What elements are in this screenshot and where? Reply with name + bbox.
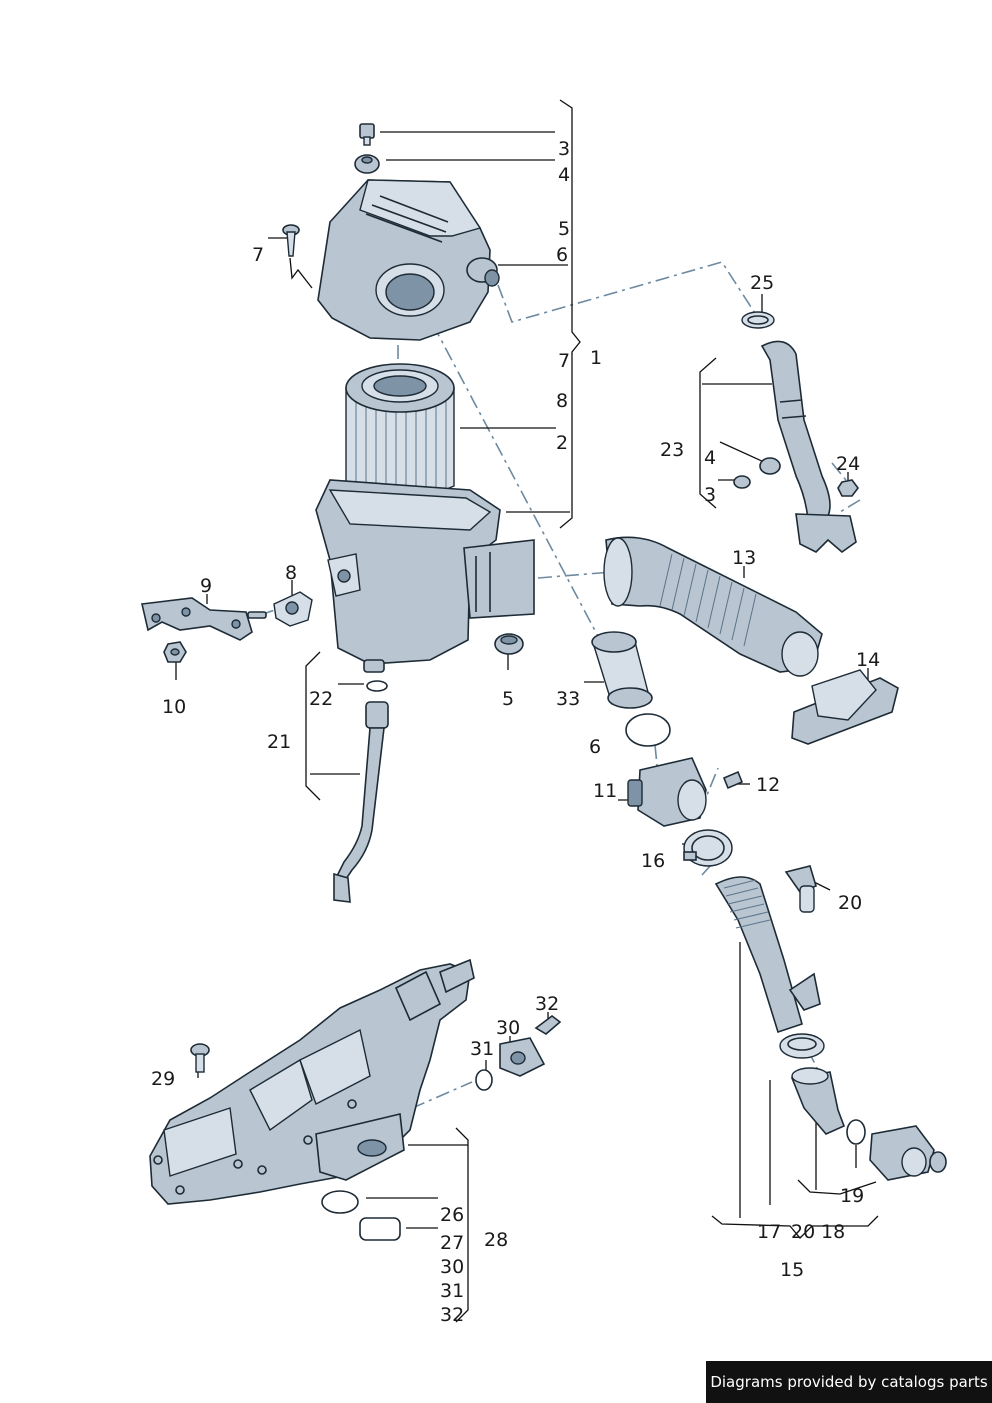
callout-4: 4: [558, 164, 570, 186]
intake-manifold: [149, 958, 475, 1205]
pipe-33: [591, 631, 653, 709]
callout-22: 22: [309, 688, 333, 710]
bolt-3-small: [733, 475, 751, 489]
screw-12: [722, 770, 744, 790]
callout-1: 1: [590, 347, 602, 369]
plate-8: [247, 591, 313, 627]
callout-3: 3: [704, 484, 716, 506]
clamp-17: [779, 1033, 825, 1059]
bracket-9: [141, 597, 253, 641]
filter-housing-cover: [317, 179, 500, 341]
clamp-25: [741, 311, 775, 329]
hose-23: [760, 340, 857, 554]
callout-10: 10: [162, 696, 186, 718]
credit-banner: Diagrams provided by catalogs parts: [706, 1361, 992, 1403]
callout-18: 18: [821, 1221, 845, 1243]
callout-5: 5: [558, 218, 570, 240]
o-ring-31: [475, 1069, 493, 1091]
callout-12: 12: [756, 774, 780, 796]
callout-9: 9: [200, 575, 212, 597]
o-ring-6: [625, 713, 671, 747]
flange-30: [499, 1037, 546, 1077]
callout-30: 30: [440, 1256, 464, 1278]
filter-housing-lower: [315, 479, 535, 673]
leader-lines: [175, 99, 879, 1323]
callout-6: 6: [589, 736, 601, 758]
bolt-top: [359, 123, 375, 146]
callout-25: 25: [750, 272, 774, 294]
callout-27: 27: [440, 1232, 464, 1254]
flange-14: [791, 669, 899, 745]
callout-26: 26: [440, 1204, 464, 1226]
callout-23: 23: [660, 439, 684, 461]
gasket-27: [359, 1217, 401, 1241]
callout-31: 31: [470, 1038, 494, 1060]
callout-31: 31: [440, 1280, 464, 1302]
callout-8: 8: [285, 562, 297, 584]
nut-24: [837, 479, 859, 497]
callout-20: 20: [838, 892, 862, 914]
callout-3: 3: [558, 138, 570, 160]
clamp-16: [683, 829, 733, 867]
intake-hose-13: [603, 536, 823, 677]
callout-14: 14: [856, 649, 880, 671]
callout-17: 17: [757, 1221, 781, 1243]
callout-7: 7: [558, 350, 570, 372]
callout-20: 20: [791, 1221, 815, 1243]
callout-7: 7: [252, 244, 264, 266]
callout-4: 4: [704, 447, 716, 469]
connector-20: [784, 865, 817, 913]
callout-15: 15: [780, 1259, 804, 1281]
bolt-32: [534, 1015, 562, 1035]
callout-2: 2: [556, 432, 568, 454]
grommet-top: [354, 154, 380, 174]
callout-24: 24: [836, 453, 860, 475]
callout-32: 32: [535, 993, 559, 1015]
valve-housing: [869, 1125, 947, 1181]
grommet-4-small: [759, 457, 781, 475]
air-mass-meter-11: [627, 757, 707, 827]
callout-30: 30: [496, 1017, 520, 1039]
credit-text: Diagrams provided by catalogs parts: [710, 1373, 988, 1391]
o-ring-22: [366, 680, 388, 692]
callout-6: 6: [556, 244, 568, 266]
callout-19: 19: [840, 1185, 864, 1207]
filter-element: [345, 363, 455, 500]
o-ring-19: [846, 1119, 866, 1145]
callout-11: 11: [593, 780, 617, 802]
screw-7: [282, 224, 300, 257]
callout-33: 33: [556, 688, 580, 710]
callout-labels: 3 4 5 6 7 7 1 8 2 25 23 4 3 24 9 8 10 5 …: [151, 138, 880, 1326]
callout-13: 13: [732, 547, 756, 569]
callout-5: 5: [502, 688, 514, 710]
callout-16: 16: [641, 850, 665, 872]
callout-32: 32: [440, 1304, 464, 1326]
gasket-26: [321, 1190, 359, 1214]
grommet-5: [494, 633, 524, 655]
callout-8: 8: [556, 390, 568, 412]
callout-21: 21: [267, 731, 291, 753]
bolt-29: [190, 1043, 210, 1073]
callout-29: 29: [151, 1068, 175, 1090]
elbow-18: [790, 1067, 846, 1135]
nut-10: [163, 641, 187, 663]
drain-hose-21: [333, 701, 389, 903]
callout-28: 28: [484, 1229, 508, 1251]
hose-15: [714, 876, 821, 1034]
